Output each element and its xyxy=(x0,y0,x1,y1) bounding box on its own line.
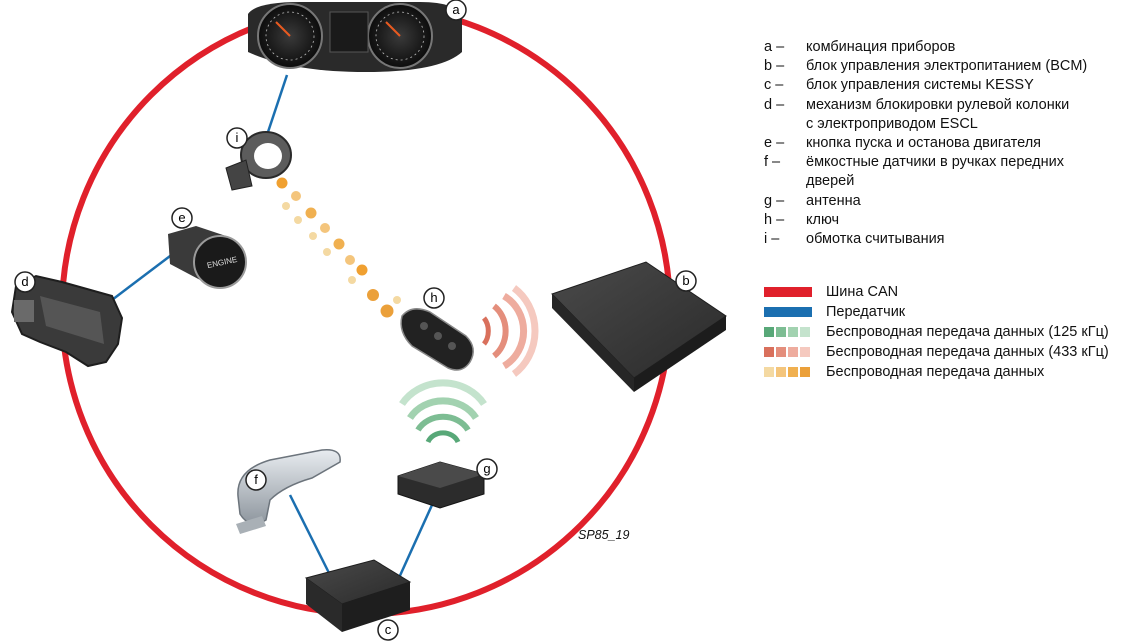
legend-text: дверей xyxy=(806,173,855,190)
legend-row: дверей xyxy=(764,172,1124,191)
signal-legend-row: Шина CAN xyxy=(764,282,1132,302)
legend-key: g – xyxy=(764,192,785,209)
signal-legend-row: Беспроводная передача данных xyxy=(764,362,1132,382)
legend-dot xyxy=(764,347,774,357)
legend-key xyxy=(764,115,806,134)
legend-text: обмотка считывания xyxy=(806,231,945,248)
legend-dot xyxy=(788,367,798,377)
steering-lock-escl xyxy=(10,274,124,368)
signal-legend-text: Беспроводная передача данных xyxy=(826,364,1045,380)
legend-text: блок управления системы KESSY xyxy=(806,77,1034,94)
legend-text: кнопка пуска и останова двигателя xyxy=(806,135,1042,152)
svg-text:f: f xyxy=(254,472,258,487)
svg-text:h: h xyxy=(430,290,437,305)
legend-row: e – кнопка пуска и останова двигателя xyxy=(764,134,1124,153)
legend-key: a – xyxy=(764,39,785,55)
legend-swatch xyxy=(764,307,812,317)
legend-row: f – ёмкостные датчики в ручках передних xyxy=(764,153,1124,172)
label-e: e xyxy=(171,207,193,229)
legend-key: h – xyxy=(764,211,785,228)
bcm-control-unit xyxy=(551,261,727,392)
line-f-c xyxy=(288,494,332,576)
legend-key: c – xyxy=(764,77,784,94)
legend-key xyxy=(764,172,806,191)
legend-row: с электроприводом ESCL xyxy=(764,115,1124,134)
legend-dot xyxy=(788,327,798,337)
signal-legend-text: Передатчик xyxy=(826,304,906,320)
legend-text: блок управления электропитанием (BCM) xyxy=(806,58,1088,75)
kessy-control-unit xyxy=(304,559,412,632)
component-legend: a – комбинация приборов b – блок управления… xyxy=(764,38,1124,249)
legend-row: h – ключ xyxy=(764,211,1124,230)
svg-text:e: e xyxy=(178,210,185,225)
svg-text:c: c xyxy=(385,622,392,637)
legend-dot xyxy=(800,327,810,337)
label-d: d xyxy=(14,271,36,293)
legend-text: ёмкостные датчики в ручках передних xyxy=(806,154,1064,171)
legend-dot xyxy=(776,327,786,337)
line-g-c xyxy=(396,504,434,581)
signal-legend-text: Беспроводная передача данных (433 кГц) xyxy=(826,344,1109,360)
door-handle xyxy=(236,449,341,534)
legend-dot xyxy=(764,367,774,377)
legend-swatch-dots xyxy=(764,347,812,357)
legend-row: g – антенна xyxy=(764,192,1124,211)
legend-row: d – механизм блокировки рулевой колонки xyxy=(764,96,1124,115)
label-b: b xyxy=(675,270,697,292)
reading-coil xyxy=(225,131,292,191)
svg-text:a: a xyxy=(452,2,460,17)
svg-text:g: g xyxy=(483,461,490,476)
signal-legend-row: Беспроводная передача данных (433 кГц) xyxy=(764,342,1132,362)
legend-swatch-dots xyxy=(764,367,812,377)
label-i: i xyxy=(226,127,248,149)
legend-row: i – обмотка считывания xyxy=(764,230,1124,249)
legend-key: f – xyxy=(764,154,781,171)
signal-legend-row: Передатчик xyxy=(764,302,1132,322)
line-e-d xyxy=(107,249,179,304)
label-g: g xyxy=(476,458,498,480)
label-c: c xyxy=(377,619,399,641)
legend-dot xyxy=(776,347,786,357)
legend-swatch xyxy=(764,287,812,297)
wireless-waves-433 xyxy=(481,285,539,377)
signal-legend-text: Шина CAN xyxy=(826,284,899,300)
figure-caption: SP85_19 xyxy=(578,528,630,542)
legend-swatch-dots xyxy=(764,327,812,337)
legend-dot xyxy=(800,347,810,357)
svg-text:b: b xyxy=(682,273,689,288)
start-stop-button: ENGINE xyxy=(168,226,247,289)
signal-legend-row: Беспроводная передача данных (125 кГц) xyxy=(764,322,1132,342)
key-fob xyxy=(400,308,474,371)
legend-row: c – блок управления системы KESSY xyxy=(764,76,1124,95)
instrument-cluster xyxy=(248,2,462,72)
legend-row: b – блок управления электропитанием (BCM) xyxy=(764,57,1124,76)
legend-text: механизм блокировки рулевой колонки xyxy=(806,96,1070,113)
signal-legend-text: Беспроводная передача данных (125 кГц) xyxy=(826,324,1109,340)
legend-dot xyxy=(800,367,810,377)
legend-key: e – xyxy=(764,135,785,152)
legend-dot xyxy=(764,327,774,337)
legend-text: с электроприводом ESCL xyxy=(806,115,978,132)
legend-key: i – xyxy=(764,231,780,248)
label-a: a xyxy=(445,0,467,21)
legend-key: b – xyxy=(764,58,785,75)
svg-text:i: i xyxy=(236,130,239,145)
svg-text:d: d xyxy=(21,274,28,289)
antenna xyxy=(397,461,485,509)
legend-key: d – xyxy=(764,96,785,113)
legend-text: антенна xyxy=(806,192,861,209)
legend-text: комбинация приборов xyxy=(806,39,956,55)
wireless-dots-orange xyxy=(276,177,401,318)
legend-text: ключ xyxy=(806,211,840,228)
legend-row: a – комбинация приборов xyxy=(764,38,1124,57)
legend-dot xyxy=(776,367,786,377)
wireless-waves-125 xyxy=(399,379,487,444)
label-h: h xyxy=(423,287,445,309)
label-f: f xyxy=(245,469,267,491)
legend-dot xyxy=(788,347,798,357)
